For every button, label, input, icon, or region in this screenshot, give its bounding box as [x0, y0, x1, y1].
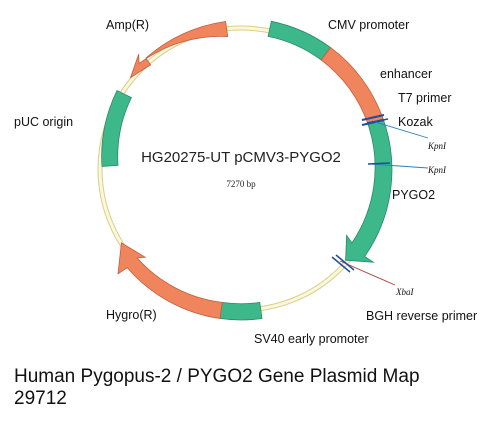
feature-enhancer — [320, 47, 384, 125]
kpni-site-1 — [366, 118, 429, 139]
kpni-label-2: KpnI — [427, 165, 447, 175]
feature-puc-origin — [101, 89, 132, 167]
label-pygo2: PYGO2 — [392, 188, 435, 202]
kpni-site-2 — [367, 162, 429, 169]
label-t7-primer: T7 primer — [398, 91, 451, 105]
label-hygro: Hygro(R) — [106, 308, 157, 322]
label-bgh-reverse-primer: BGH reverse primer — [366, 309, 477, 323]
feature-sv40-early-promoter — [219, 301, 263, 321]
feature-hygro — [117, 242, 223, 319]
feature-pygo2 — [345, 118, 393, 263]
feature-amp — [129, 21, 229, 79]
feature-cmv-promoter — [267, 20, 332, 61]
plasmid-map: KpnI KpnI XbaI HG20275-UT pCMV3-PYGO2 72… — [14, 18, 477, 346]
plasmid-name: HG20275-UT pCMV3-PYGO2 — [141, 149, 341, 166]
label-amp: Amp(R) — [106, 18, 149, 32]
figure-caption: Human Pygopus-2 / PYGO2 Gene Plasmid Map… — [14, 366, 494, 410]
plasmid-size: 7270 bp — [226, 179, 256, 189]
label-sv40-early-promoter: SV40 early promoter — [254, 332, 369, 346]
caption-id: 29712 — [14, 388, 67, 409]
caption-title: Human Pygopus-2 / PYGO2 Gene Plasmid Map — [14, 366, 420, 387]
label-puc-origin: pUC origin — [14, 115, 73, 129]
label-cmv-promoter: CMV promoter — [328, 18, 409, 32]
t7-primer-marker — [361, 114, 385, 121]
xbai-site — [331, 254, 396, 286]
kpni-label-1: KpnI — [427, 141, 447, 151]
label-kozak: Kozak — [398, 115, 433, 129]
label-enhancer: enhancer — [380, 67, 432, 81]
xbai-label: XbaI — [395, 287, 414, 297]
